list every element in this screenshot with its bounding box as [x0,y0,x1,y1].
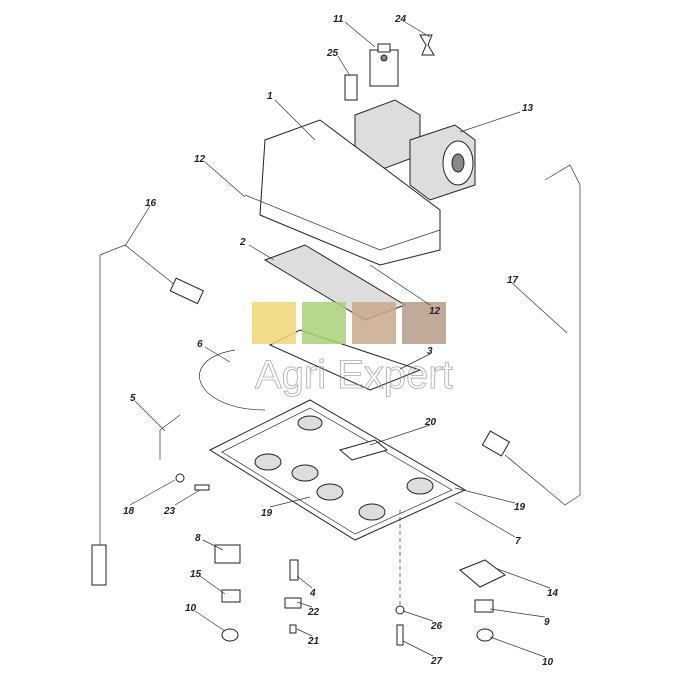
callout-12: 12 [194,154,206,165]
part-25-bracket [344,74,358,101]
part-14-switch [459,559,506,588]
callout-23: 23 [163,506,176,517]
callout-19: 19 [514,502,526,513]
callout-1: 1 [267,91,273,102]
callout-19b: 19 [261,508,273,519]
watermark-text: Agri Expert [255,353,453,397]
callout-11: 11 [333,14,344,25]
callout-24: 24 [394,14,407,25]
callout-20: 20 [424,417,437,428]
callout-3: 3 [427,346,433,357]
callout-26: 26 [430,621,443,632]
callout-10: 10 [185,603,197,614]
callout-6: 6 [197,339,203,350]
callout-15: 15 [190,569,202,580]
part-27-screw [396,624,404,646]
callout-21: 21 [307,636,320,647]
watermark: Agri Expert [252,302,453,397]
callout-17: 17 [507,275,519,286]
callout-25: 25 [326,48,339,59]
callout-5: 5 [130,393,136,404]
callout-9: 9 [544,617,550,628]
callout-18: 18 [123,506,135,517]
part-10-foot [221,628,239,642]
part-22-plate [284,597,302,609]
part-9-plate [474,599,494,613]
part-4-clip [289,559,299,581]
callout-14: 14 [547,588,559,599]
part-17-tube [504,164,581,506]
part-1-hood [259,119,441,266]
part-18-nut [175,473,185,483]
part-21-clip [289,624,297,634]
part-15-plate [221,589,241,603]
part-7-cooktop [208,399,467,541]
callout-8: 8 [195,533,201,544]
callout-12b: 12 [429,306,441,317]
callout-13: 13 [522,103,534,114]
callout-27: 27 [430,656,443,667]
part-10-foot-right [476,628,494,642]
callout-22: 22 [307,607,320,618]
part-6-wire [199,349,266,411]
part-16-tube [99,244,176,545]
part-23-pin [194,484,210,491]
part-16-fitting [91,544,107,586]
callout-7: 7 [515,536,521,547]
callout-16: 16 [145,198,157,209]
part-13-fan [354,99,476,201]
part-24-clip [419,34,435,56]
part-11-valve [369,43,399,87]
callout-10b: 10 [542,657,554,668]
part-26-washer [395,605,405,615]
callout-2: 2 [239,237,246,248]
callout-4: 4 [309,588,316,599]
part-5-hose [159,414,181,460]
